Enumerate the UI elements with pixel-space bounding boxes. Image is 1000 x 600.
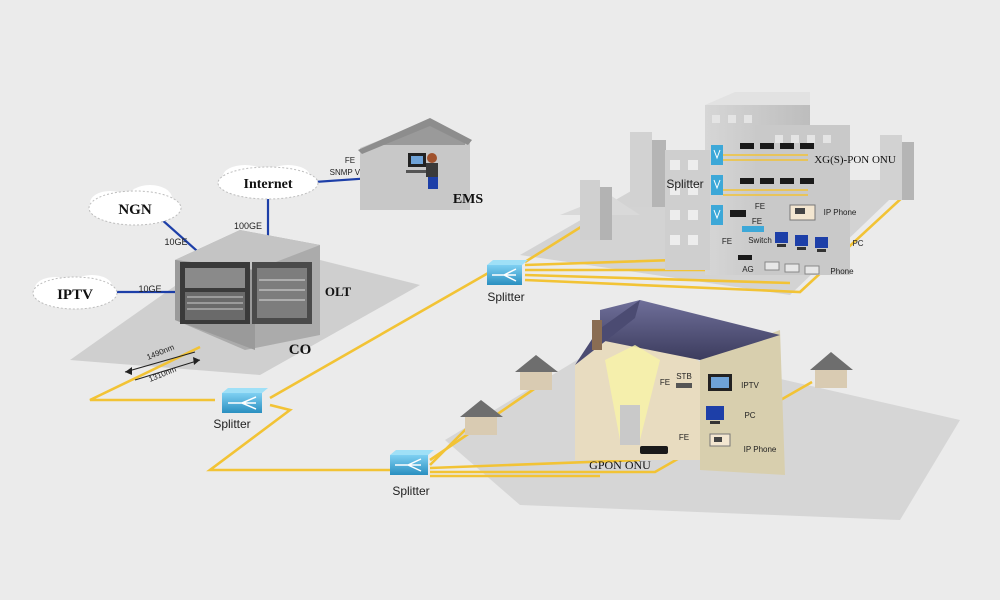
internet-cloud [217, 165, 319, 200]
ag-label: AG [742, 265, 754, 274]
fe-b3: FE [722, 237, 732, 246]
ag-icon [738, 255, 752, 260]
pc-building-label: PC [852, 239, 863, 248]
fe-h1: FE [660, 378, 670, 387]
yellow-riser-lines [723, 154, 808, 196]
ngn-cloud [88, 185, 182, 226]
pc-home-label: PC [744, 411, 755, 420]
link-fe-ems: FE [345, 156, 355, 165]
internet-label: Internet [244, 177, 293, 192]
gpon-onu-label: GPON ONU [589, 458, 651, 472]
building-splitter-stack [711, 145, 723, 225]
wavelength-1310: 1310nm [147, 365, 177, 384]
link-snmp: SNMP V2C [330, 168, 371, 177]
ems-label: EMS [453, 192, 484, 207]
iptv-cloud [32, 275, 118, 310]
ip-phone-building-label: IP Phone [824, 208, 857, 217]
iptv-home-label: IPTV [741, 381, 759, 390]
splitter-lower-label: Splitter [392, 484, 429, 498]
splitter-building-label: Splitter [666, 177, 703, 191]
splitter-main [222, 388, 268, 413]
splitter-building-road [487, 260, 528, 285]
switch-icon [742, 226, 764, 232]
pc-building-icons [775, 232, 828, 252]
small-house-3 [810, 352, 853, 388]
link-10ge-iptv: 10GE [138, 284, 161, 294]
ip-phone-home-label: IP Phone [744, 445, 777, 454]
phone-building-label: Phone [830, 267, 854, 276]
wavelength-arrows [124, 351, 201, 381]
xgs-onu-label: XG(S)-PON ONU [814, 154, 896, 166]
pc-home-icon [706, 406, 724, 424]
olt-label: OLT [325, 284, 352, 299]
tv-icon [708, 374, 732, 391]
fe-b1: FE [755, 202, 765, 211]
gpon-onu-icon [640, 446, 668, 454]
splitter-lower [390, 450, 434, 475]
operator-workstation-icon [406, 153, 438, 189]
switch-label: Switch [748, 236, 772, 245]
fe-b2: FE [752, 217, 762, 226]
iptv-label: IPTV [57, 287, 93, 303]
small-house-1 [515, 355, 558, 390]
ip-phone-home-icon [709, 433, 731, 447]
stb-label: STB [676, 372, 692, 381]
link-100ge: 100GE [234, 221, 262, 231]
phone-building-icons [764, 261, 820, 275]
ngn-label: NGN [118, 202, 152, 218]
stb-icon [676, 383, 692, 388]
fe-h2: FE [679, 433, 689, 442]
co-label: CO [289, 342, 312, 358]
xgs-onu-units [730, 143, 814, 217]
home-house [575, 300, 785, 475]
olt-chassis [180, 262, 312, 324]
splitter-building-road-label: Splitter [487, 290, 524, 304]
small-house-2 [460, 400, 503, 435]
link-10ge-ngn: 10GE [164, 237, 187, 247]
ip-phone-building-icon [789, 204, 816, 221]
splitter-main-label: Splitter [213, 417, 250, 431]
